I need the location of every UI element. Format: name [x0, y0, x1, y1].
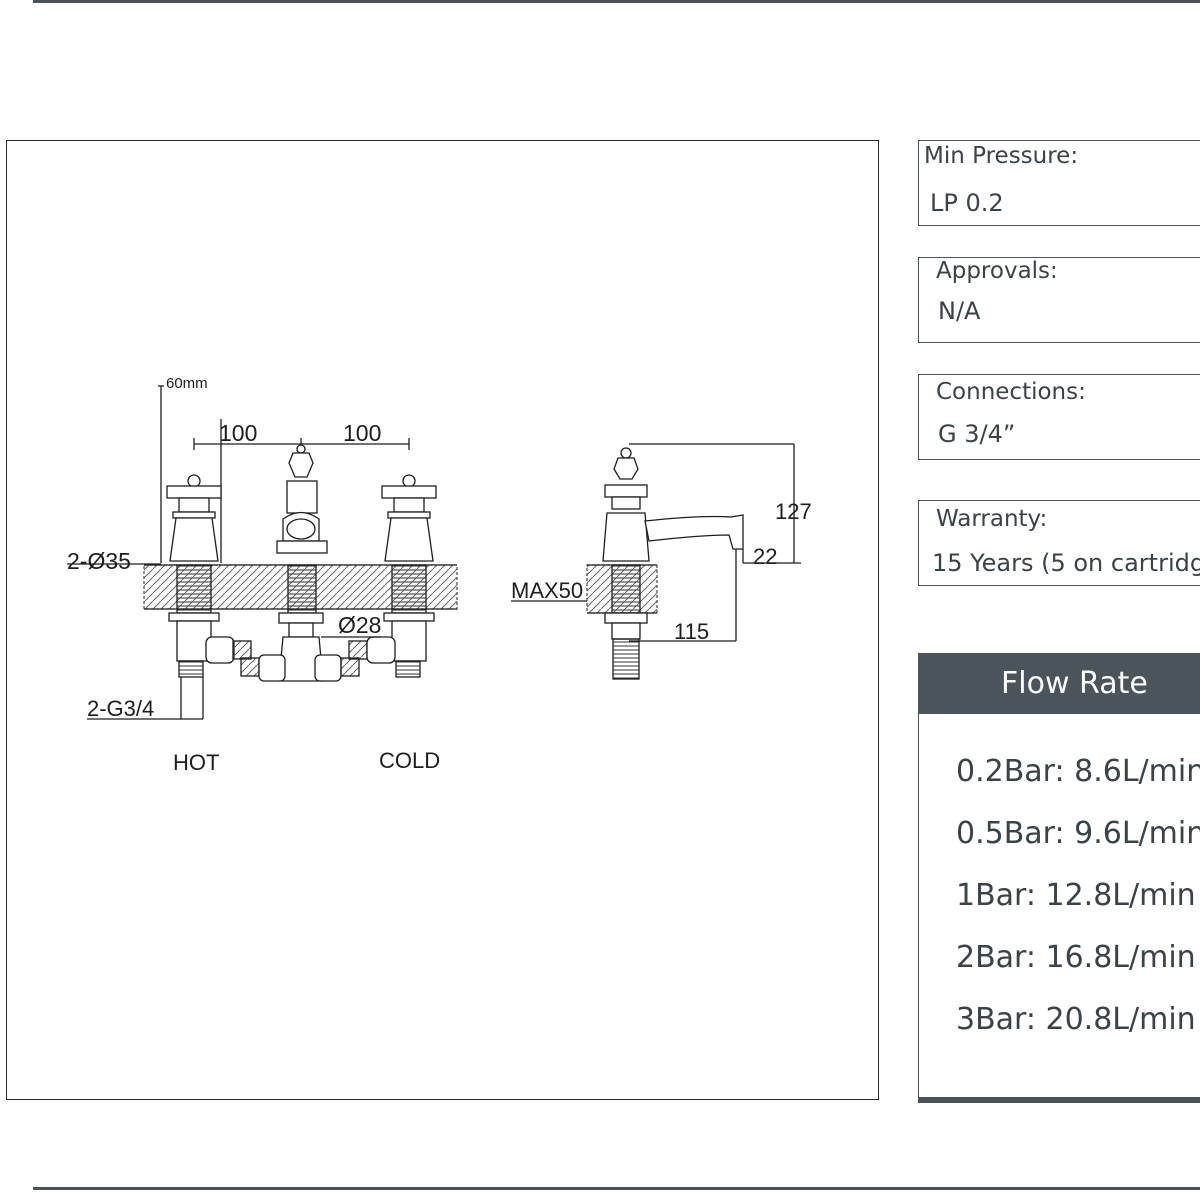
centre-spout — [276, 444, 328, 682]
approvals-box: Approvals: N/A — [918, 257, 1200, 343]
top-rule — [33, 0, 1200, 3]
cold-valve — [381, 474, 437, 678]
flow-rate-item: 1Bar: 12.8L/min — [956, 878, 1196, 913]
connections-box: Connections: G 3/4” — [918, 374, 1200, 460]
spacing-right-label: 100 — [343, 420, 381, 446]
flow-rate-item: 2Bar: 16.8L/min — [956, 940, 1196, 975]
side-view — [511, 443, 801, 680]
depth-label: 60mm — [166, 375, 208, 392]
front-view — [67, 385, 458, 720]
flow-rate-title: Flow Rate — [919, 654, 1200, 714]
min-pressure-value: LP 0.2 — [930, 189, 1004, 217]
flow-rate-item: 3Bar: 20.8L/min — [956, 1002, 1196, 1037]
spacing-left-label: 100 — [219, 420, 257, 446]
height-label: 127 — [775, 499, 812, 524]
spout-hole-label: Ø28 — [338, 612, 381, 638]
connection-label: 2-G3/4 — [87, 696, 154, 721]
spout-height-label: 22 — [753, 544, 777, 569]
hot-valve — [166, 474, 222, 719]
warranty-value: 15 Years (5 on cartridg — [932, 549, 1200, 577]
bottom-rule — [33, 1187, 1200, 1190]
connections-value: G 3/4” — [938, 420, 1016, 448]
max-thickness-label: MAX50 — [511, 578, 583, 603]
approvals-label: Approvals: — [936, 258, 1058, 284]
flow-rate-item: 0.5Bar: 9.6L/min — [956, 816, 1200, 851]
approvals-value: N/A — [938, 297, 981, 325]
min-pressure-label: Min Pressure: — [924, 143, 1079, 169]
flow-rate-panel: Flow Rate 0.2Bar: 8.6L/min 0.5Bar: 9.6L/… — [918, 653, 1200, 1103]
reach-label: 115 — [674, 619, 709, 644]
technical-drawing: 60mm 100 100 2-Ø35 Ø28 2-G3/4 HOT COLD 1… — [6, 140, 879, 1100]
hot-label: HOT — [173, 750, 219, 775]
connections-label: Connections: — [936, 379, 1086, 405]
tap-schematic: 60mm 100 100 2-Ø35 Ø28 2-G3/4 HOT COLD 1… — [67, 375, 812, 775]
warranty-label: Warranty: — [936, 506, 1048, 532]
flow-rate-item: 0.2Bar: 8.6L/min — [956, 754, 1200, 789]
cold-label: COLD — [379, 748, 440, 773]
hole-diameter-label: 2-Ø35 — [67, 548, 131, 574]
warranty-box: Warranty: 15 Years (5 on cartridg — [918, 500, 1200, 586]
min-pressure-box: Min Pressure: LP 0.2 — [918, 140, 1200, 226]
